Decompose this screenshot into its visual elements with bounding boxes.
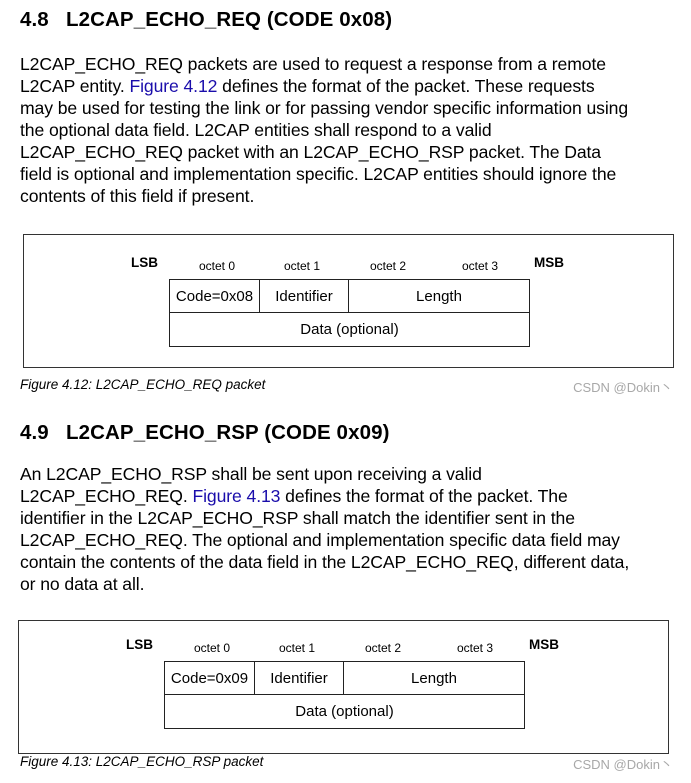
octet-label: octet 1 [279, 641, 316, 655]
paragraph-line: field is optional and implementation spe… [20, 164, 617, 184]
paragraph-line: L2CAP_ECHO_REQ. Figure 4.13 defines the … [20, 486, 568, 506]
identifier-field: Identifier [260, 280, 349, 313]
section-title: L2CAP_ECHO_RSP (CODE 0x09) [66, 421, 390, 444]
identifier-field: Identifier [255, 662, 344, 695]
msb-label: MSB [529, 637, 559, 652]
paragraph-line: or no data at all. [20, 574, 145, 594]
paragraph-line: L2CAP_ECHO_REQ packet with an L2CAP_ECHO… [20, 142, 601, 162]
code-field: Code=0x09 [165, 662, 255, 695]
section-heading-4-8: 4.8 L2CAP_ECHO_REQ (CODE 0x08) [20, 8, 392, 32]
paragraph-line: may be used for testing the link or for … [20, 98, 628, 118]
length-field: Length [349, 280, 529, 313]
figure-link[interactable]: Figure 4.12 [129, 76, 218, 96]
paragraph-line: identifier in the L2CAP_ECHO_RSP shall m… [20, 508, 575, 528]
data-field: Data (optional) [295, 703, 394, 720]
paragraph-line: contain the contents of the data field i… [20, 552, 630, 572]
paragraph-line: L2CAP entity. Figure 4.12 defines the fo… [20, 76, 595, 96]
section-title: L2CAP_ECHO_REQ (CODE 0x08) [66, 8, 393, 31]
section-heading-4-9: 4.9 L2CAP_ECHO_RSP (CODE 0x09) [20, 421, 390, 445]
section-paragraph: L2CAP_ECHO_REQ packets are used to reque… [20, 53, 680, 207]
octet-label: octet 2 [370, 259, 407, 273]
lsb-label: LSB [131, 255, 158, 270]
msb-label: MSB [534, 255, 564, 270]
packet-diagram: Code=0x09 Identifier Length Data (option… [164, 661, 525, 729]
paragraph-line: the optional data field. L2CAP entities … [20, 120, 492, 140]
figure-link[interactable]: Figure 4.13 [192, 486, 281, 506]
section-number: 4.8 [20, 8, 49, 31]
packet-figure-box: LSB octet 0 octet 1 octet 2 octet 3 MSB … [23, 234, 674, 368]
paragraph-line: L2CAP_ECHO_REQ. The optional and impleme… [20, 530, 620, 550]
paragraph-line: L2CAP_ECHO_REQ packets are used to reque… [20, 54, 606, 74]
octet-label: octet 2 [365, 641, 402, 655]
octet-label: octet 0 [199, 259, 236, 273]
watermark: CSDN @Dokin丶 [573, 380, 673, 395]
figure-caption: Figure 4.13: L2CAP_ECHO_RSP packet [20, 754, 264, 769]
watermark: CSDN @Dokin丶 [573, 757, 673, 772]
packet-diagram: Code=0x08 Identifier Length Data (option… [169, 279, 530, 347]
section-paragraph: An L2CAP_ECHO_RSP shall be sent upon rec… [20, 463, 680, 595]
data-field: Data (optional) [300, 321, 399, 338]
packet-figure-box: LSB octet 0 octet 1 octet 2 octet 3 MSB … [18, 620, 669, 754]
figure-caption: Figure 4.12: L2CAP_ECHO_REQ packet [20, 377, 266, 392]
paragraph-line: contents of this field if present. [20, 186, 255, 206]
paragraph-line: An L2CAP_ECHO_RSP shall be sent upon rec… [20, 464, 482, 484]
octet-label: octet 3 [457, 641, 494, 655]
section-number: 4.9 [20, 421, 49, 444]
lsb-label: LSB [126, 637, 153, 652]
octet-label: octet 3 [462, 259, 499, 273]
code-field: Code=0x08 [170, 280, 260, 313]
length-field: Length [344, 662, 524, 695]
octet-label: octet 1 [284, 259, 321, 273]
octet-label: octet 0 [194, 641, 231, 655]
